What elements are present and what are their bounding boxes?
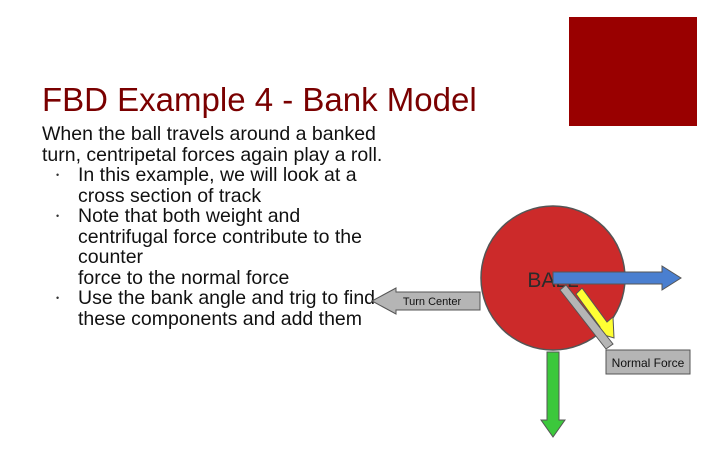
normal-force-arrow-shaft [559, 284, 614, 350]
bullet-line: these components and add them [78, 307, 363, 330]
intro-line: turn, centripetal forces again play a ro… [42, 143, 383, 166]
bullet-item: • In this example, we will look at a cro… [56, 164, 462, 207]
bullet-line: force to the normal force [78, 266, 290, 289]
centrifugal-force-arrow [552, 265, 682, 291]
slide-title: FBD Example 4 - Bank Model [42, 81, 477, 118]
bullet-line: Use the bank angle and trig to find [78, 287, 376, 309]
bullet-list: • In this example, we will look at a cro… [42, 165, 462, 329]
weight-arrow [540, 351, 566, 438]
bullet-line: Note that both weight and [78, 205, 301, 227]
bullet-dot-icon: • [56, 211, 60, 221]
normal-force-label-box [605, 349, 691, 375]
bullet-line: cross section of track [78, 184, 262, 207]
bullet-dot-icon: • [56, 293, 60, 303]
intro-line: When the ball travels around a banked [42, 123, 376, 145]
bullet-line: centrifugal force contribute to the [78, 225, 362, 248]
accent-square [569, 17, 697, 126]
bullet-line: counter [78, 246, 144, 268]
bullet-item: • Note that both weight and centrifugal … [56, 205, 462, 289]
intro-paragraph: When the ball travels around a banked tu… [42, 124, 462, 165]
bullet-item: • Use the bank angle and trig to find th… [56, 287, 462, 330]
bullet-dot-icon: • [56, 170, 60, 180]
turn-center-arrow [370, 287, 481, 315]
slide-body: When the ball travels around a banked tu… [42, 124, 462, 329]
normal-force-label: Normal Force [612, 356, 685, 370]
turn-center-label: Turn Center [403, 296, 462, 308]
bullet-line: In this example, we will look at a [78, 164, 357, 186]
